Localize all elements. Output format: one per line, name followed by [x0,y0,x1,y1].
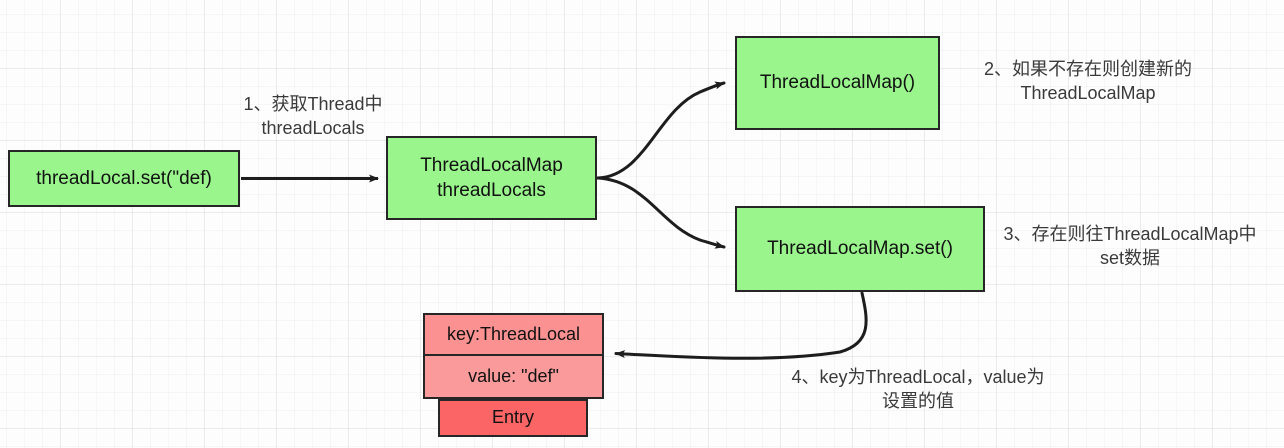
edge-map-field-to-set [596,176,726,249]
node-threadlocalmap-set-label: ThreadLocalMap.set() [767,238,953,260]
node-threadlocalmap-constructor: ThreadLocalMap() [735,36,940,130]
node-threadlocal-set: threadLocal.set("def) [8,150,240,207]
node-entry-key: key:ThreadLocal [423,313,604,356]
node-threadlocal-set-label: threadLocal.set("def) [36,167,212,189]
annotation-step-4: 4、key为ThreadLocal，value为 设置的值 [791,367,1045,412]
node-threadlocalmap-field: ThreadLocalMap threadLocals [386,136,597,220]
node-threadlocalmap-constructor-label: ThreadLocalMap() [759,72,916,94]
annotation-step-3: 3、存在则往ThreadLocalMap中 set数据 [1003,224,1257,269]
node-entry-value-label: value: "def" [468,365,559,386]
node-threadlocalmap-set: ThreadLocalMap.set() [735,206,985,292]
node-entry-key-label: key:ThreadLocal [446,323,581,344]
node-threadlocalmap-field-label: ThreadLocalMap threadLocals [420,154,563,201]
node-entry-type-label: Entry [491,407,534,428]
annotation-step-2: 2、如果不存在则创建新的 ThreadLocalMap [983,59,1192,104]
edge-map-field-to-ctor [596,81,726,180]
node-entry-type: Entry [438,399,588,437]
entry-group: key:ThreadLocal value: "def" Entry [423,313,604,439]
annotation-step-1: 1、获取Thread中 threadLocals [243,94,383,139]
node-entry-value: value: "def" [423,354,604,399]
edge-map-set-to-entry [614,291,868,360]
